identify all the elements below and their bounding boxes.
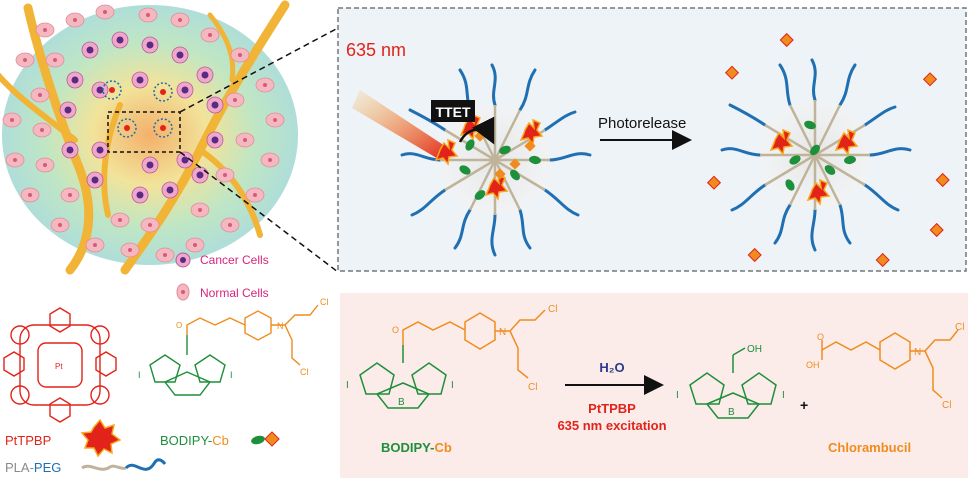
reactant-n: N [499,327,506,338]
reactant-label-prefix: BODIPY- [381,440,434,455]
reactant-i2: I [451,380,454,391]
ttet-tag [431,100,475,122]
pttpbp-structure [3,307,117,423]
bodipy-legend-prefix: BODIPY- [160,433,212,448]
product-b: B [728,407,735,418]
reactant-i: I [346,380,349,391]
legend-normal-label: Normal Cells [200,286,269,300]
light-beam [352,90,448,160]
photorelease-panel: 635 nm [337,7,967,272]
tumor-illustration [0,0,339,275]
bodipy-legend-label: BODIPY-Cb [160,433,229,448]
product-i: I [676,390,679,401]
product-i2: I [782,390,785,401]
bodipy-cb-symbol [251,431,280,447]
pttpbp-legend-label: PtTPBP [5,433,51,448]
reactant-cl: Cl [548,304,557,315]
micelle-after [706,32,950,268]
pttpbp-symbol [80,418,122,458]
reactant-cl2: Cl [528,382,537,393]
cancer-cells [59,31,224,204]
molecule-legend: Pt PtTPBP O N Cl Cl I I BODIPY-Cb PLA-PE… [3,297,329,475]
legend-i2: I [230,370,233,380]
chlorambucil-oh: OH [806,360,820,370]
chlorambucil-o: O [817,332,824,342]
reactant-label: BODIPY-Cb [381,440,452,455]
blood-vessel [207,12,236,83]
legend-cl2: Cl [300,367,309,377]
zoom-line [179,151,339,273]
chlorambucil-cl2: Cl [942,400,951,411]
reaction-panel: O N Cl Cl I I B BODIPY-Cb H₂O PtTPBP 635… [340,293,968,478]
product-oh: OH [747,344,762,355]
blood-vessel [101,102,123,218]
peg-legend-label: PEG [34,460,61,475]
wavelength-label: 635 nm [346,40,406,60]
chlorambucil-cl: Cl [955,322,964,333]
legend-cancer-label: Cancer Cells [200,253,269,267]
ttet-label: TTET [436,104,471,120]
pla-peg-legend-label: PLA-PEG [5,460,61,475]
bodipy-cb-structure [149,335,226,396]
reagent-excitation: 635 nm excitation [557,418,666,433]
reactant-o: O [392,325,399,335]
legend-i: I [138,370,141,380]
tumor-nanoparticles [102,80,173,138]
reactant-label-suffix: Cb [434,440,451,455]
bodipy-legend-suffix: Cb [212,433,229,448]
reagent-water: H₂O [599,360,624,375]
ttet-arrow [458,116,495,145]
blood-vessel [197,147,263,238]
legend-n: N [277,321,284,331]
plus-sign: + [800,397,808,413]
pla-legend-label: PLA- [5,460,34,475]
product-bodipy-structure [689,347,777,419]
reactant-structure [359,345,447,409]
cell-legend: Cancer Cells Normal Cells [175,252,269,301]
chlorambucil-structure [821,329,959,399]
pt-label: Pt [55,362,63,371]
chlorambucil-label: Chlorambucil [828,440,911,455]
blood-vessel [0,72,78,143]
legend-o: O [176,321,182,330]
legend-cl: Cl [320,297,329,307]
blood-vessel [23,3,94,275]
photorelease-label: Photorelease [598,115,686,132]
chlorambucil-n: N [914,347,921,358]
reagent-catalyst: PtTPBP [588,401,636,416]
pla-peg-symbol [81,464,127,471]
zoom-box [107,111,181,153]
reactant-b: B [398,397,405,408]
